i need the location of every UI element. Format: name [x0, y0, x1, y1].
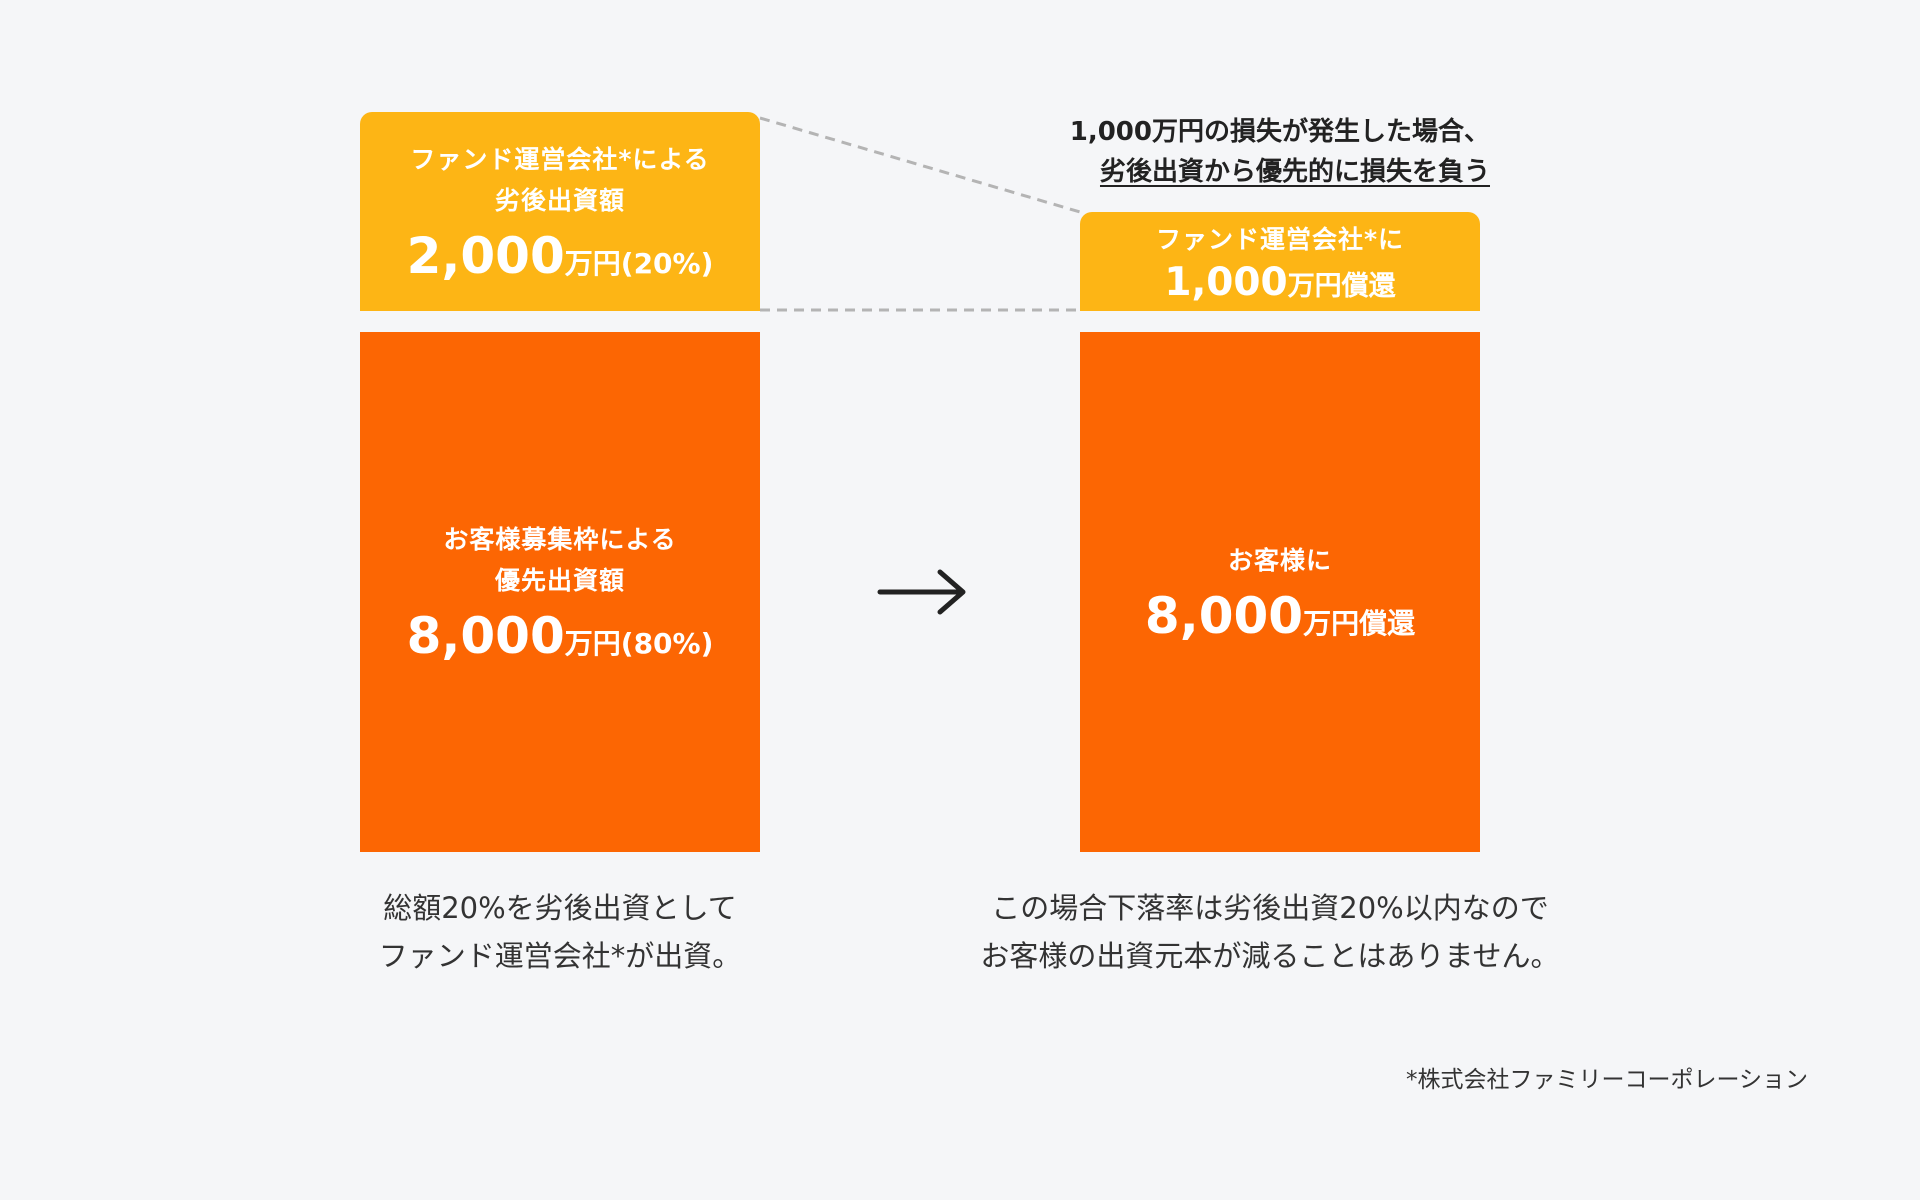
left-caption: 総額20%を劣後出資として ファンド運営会社*が出資。	[300, 884, 820, 980]
operator-redemption-amount: 1,000 万円償還	[1164, 260, 1395, 305]
main-box-label-1: お客様募集枠による	[443, 525, 677, 554]
right-caption: この場合下落率は劣後出資20%以内なので お客様の出資元本が減ることはありません…	[890, 884, 1650, 980]
operator-redemption-unit: 万円償還	[1287, 270, 1396, 302]
left-caption-line-2: ファンド運営会社*が出資。	[378, 939, 742, 973]
main-box-amount-value: 8,000	[406, 607, 565, 665]
main-box-amount: 8,000 万円(80%)	[407, 607, 714, 665]
footnote: *株式会社ファミリーコーポレーション	[1405, 1067, 1808, 1093]
subordinate-investment-box: ファンド運営会社*による 劣後出資額 2,000 万円(20%)	[360, 112, 760, 311]
left-caption-line-1: 総額20%を劣後出資として	[383, 891, 737, 925]
operator-redemption-label: ファンド運営会社*に	[1155, 224, 1405, 254]
loss-note: 1,000万円の損失が発生した場合、 劣後出資から優先的に損失を負う	[960, 112, 1490, 192]
customer-redemption-box: お客様に 8,000 万円償還	[1080, 332, 1480, 852]
sub-box-label-2: 劣後出資額	[494, 185, 625, 215]
operator-redemption-box: ファンド運営会社*に 1,000 万円償還	[1080, 212, 1480, 311]
loss-note-line-2: 劣後出資から優先的に損失を負う	[1099, 157, 1490, 187]
customer-redemption-amount: 8,000 万円償還	[1145, 587, 1415, 645]
customer-redemption-label: お客様に	[1227, 545, 1332, 575]
sub-box-amount: 2,000 万円(20%)	[407, 227, 714, 285]
sub-box-label-1: ファンド運営会社*による	[410, 144, 710, 174]
customer-redemption-value: 8,000	[1144, 586, 1304, 645]
sub-box-amount-value: 2,000	[406, 226, 565, 285]
operator-redemption-value: 1,000	[1164, 259, 1288, 305]
priority-investment-box: お客様募集枠による 優先出資額 8,000 万円(80%)	[360, 332, 760, 852]
sub-box-amount-unit: 万円(20%)	[564, 246, 714, 280]
main-box-label-2: 優先出資額	[494, 566, 625, 595]
main-box-amount-unit: 万円(80%)	[564, 627, 714, 660]
right-caption-line-2: お客様の出資元本が減ることはありません。	[980, 939, 1560, 973]
customer-redemption-unit: 万円償還	[1303, 606, 1416, 640]
connector-line-top	[759, 116, 1081, 214]
loss-note-line-1: 1,000万円の損失が発生した場合、	[1069, 117, 1490, 147]
right-caption-line-1: この場合下落率は劣後出資20%以内なので	[991, 891, 1549, 925]
right-arrow-icon	[877, 569, 966, 615]
